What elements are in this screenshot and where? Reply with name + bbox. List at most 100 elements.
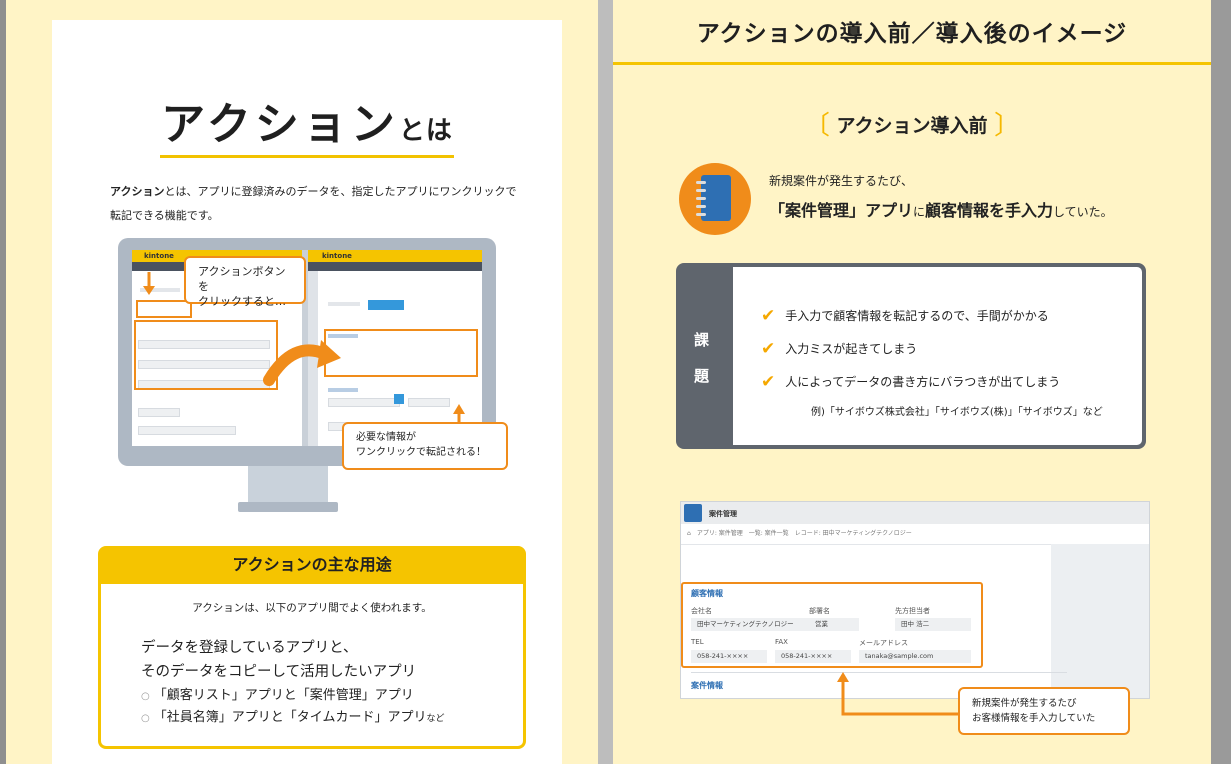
right-edge bbox=[1211, 0, 1231, 764]
mock-field bbox=[138, 360, 270, 369]
uses-box: アクションは、以下のアプリ間でよく使われます。 データを登録しているアプリと、 … bbox=[98, 584, 526, 749]
issue-text: 手入力で顧客情報を転記するので、手間がかかる bbox=[785, 309, 1049, 323]
kintone-label-2: kintone bbox=[322, 252, 352, 260]
right-title-underline bbox=[613, 62, 1211, 65]
callout-line2: お客様情報を手入力していた bbox=[972, 713, 1096, 724]
transfer-arrow-icon bbox=[263, 340, 341, 386]
intro-text: アクションとは、アプリに登録済みのデータを、指定したアプリにワンクリックで転記で… bbox=[110, 180, 520, 228]
field-label: 先方担当者 bbox=[895, 607, 930, 615]
bracket-right-icon: 〕 bbox=[994, 111, 1021, 141]
nav-bar-right bbox=[308, 262, 482, 271]
spiral bbox=[696, 197, 706, 200]
action-button-highlight bbox=[136, 300, 192, 318]
breadcrumb-item: アプリ: 案件管理 bbox=[696, 530, 743, 537]
app-screenshot: 案件管理 ⌂ アプリ: 案件管理一覧: 案件一覧レコード: 田中マーケティングテク… bbox=[680, 501, 1150, 699]
mock-field bbox=[408, 398, 450, 407]
customer-section-title: 顧客情報 bbox=[691, 589, 723, 598]
section-label: アクション導入前 bbox=[836, 115, 988, 137]
desc-bold2: 顧客情報を手入力 bbox=[925, 201, 1054, 220]
example-text: 「顧客リスト」アプリと「案件管理」アプリ bbox=[153, 688, 414, 703]
circle-bullet-icon: ○ bbox=[141, 713, 150, 724]
uses-line1: データを登録しているアプリと、 bbox=[141, 640, 358, 656]
spiral bbox=[696, 189, 706, 192]
mock-line bbox=[328, 334, 358, 338]
example-text: 「社員名簿」アプリと「タイムカード」アプリ bbox=[153, 710, 427, 725]
kintone-bar-right: kintone bbox=[308, 250, 482, 262]
mock-line bbox=[328, 388, 358, 392]
breadcrumb-item: 一覧: 案件一覧 bbox=[748, 530, 789, 537]
page-title: アクションとは bbox=[52, 88, 562, 152]
save-button-mock bbox=[368, 300, 404, 310]
desc-mid: に bbox=[913, 205, 926, 219]
callout-click-line2: クリックすると… bbox=[198, 295, 286, 308]
issues-panel: 課 題 ✔ 手入力で顧客情報を転記するので、手間がかかる ✔ 入力ミスが起きてしまう… bbox=[676, 263, 1146, 449]
monitor-neck bbox=[248, 466, 328, 502]
target-fields-highlight bbox=[324, 329, 478, 377]
check-icon: ✔ bbox=[761, 306, 776, 326]
source-fields-highlight bbox=[134, 320, 278, 390]
mock-field bbox=[138, 426, 236, 435]
page-gutter bbox=[598, 0, 613, 764]
issue-text: 入力ミスが起きてしまう bbox=[785, 342, 918, 356]
breadcrumb: ⌂ アプリ: 案件管理一覧: 案件一覧レコード: 田中マーケティングテクノロジー bbox=[681, 524, 1149, 545]
uses-example: ○「顧客リスト」アプリと「案件管理」アプリ bbox=[141, 684, 414, 703]
side-strip bbox=[308, 271, 318, 446]
home-icon: ⌂ bbox=[687, 530, 691, 537]
field-label: メールアドレス bbox=[859, 639, 908, 647]
field-value: 058-241-×××× bbox=[691, 650, 767, 663]
intro-line2: 転記できる機能です。 bbox=[110, 209, 219, 222]
callout-transfer-line1: 必要な情報が bbox=[356, 432, 416, 443]
title-main: アクション bbox=[161, 99, 399, 150]
left-page: アクションとは アクションとは、アプリに登録済みのデータを、指定したアプリにワン… bbox=[6, 0, 598, 764]
notebook-icon bbox=[679, 163, 751, 235]
section-heading: 〔 アクション導入前 〕 bbox=[613, 103, 1211, 141]
issues-label-2: 題 bbox=[694, 367, 710, 385]
kintone-label: kintone bbox=[144, 252, 174, 260]
issue-text: 人によってデータの書き方にバラつきが出てしまう bbox=[785, 375, 1061, 389]
field-value: 058-241-×××× bbox=[775, 650, 851, 663]
app-icon bbox=[684, 504, 702, 522]
check-icon: ✔ bbox=[761, 372, 776, 392]
spiral bbox=[696, 181, 706, 184]
mock-field bbox=[328, 398, 400, 407]
pointer-arrow-icon bbox=[837, 672, 959, 716]
issues-label-1: 課 bbox=[694, 331, 710, 349]
circle-bullet-icon: ○ bbox=[141, 691, 150, 702]
mock-line bbox=[140, 288, 180, 292]
example-suffix: など bbox=[426, 714, 445, 724]
desc-line1: 新規案件が発生するたび、 bbox=[769, 174, 914, 188]
bracket-left-icon: 〔 bbox=[803, 111, 830, 141]
title-underline bbox=[160, 155, 454, 158]
divider bbox=[691, 672, 1067, 673]
issues-list: ✔ 手入力で顧客情報を転記するので、手間がかかる ✔ 入力ミスが起きてしまう ✔ 人に… bbox=[733, 267, 1142, 445]
intro-bold: アクション bbox=[110, 185, 165, 198]
callout-manual-input: 新規案件が発生するたびお客様情報を手入力していた bbox=[958, 687, 1130, 735]
side-panel bbox=[1051, 544, 1149, 698]
search-icon bbox=[394, 394, 404, 404]
project-section-title: 案件情報 bbox=[691, 681, 723, 690]
monitor-base bbox=[238, 502, 338, 512]
customer-info-highlight bbox=[681, 582, 983, 668]
left-card: アクションとは アクションとは、アプリに登録済みのデータを、指定したアプリにワン… bbox=[52, 20, 562, 764]
desc-end: していた。 bbox=[1053, 205, 1113, 219]
intro-rest: とは、アプリに登録済みのデータを、指定したアプリにワンクリックで bbox=[164, 185, 517, 198]
notebook-shape bbox=[696, 175, 731, 221]
title-suffix: とは bbox=[398, 116, 453, 146]
app-header: 案件管理 bbox=[681, 502, 1149, 524]
uses-subtitle: アクションは、以下のアプリ間でよく使われます。 bbox=[192, 602, 432, 614]
callout-click: アクションボタンをクリックすると… bbox=[184, 256, 306, 308]
field-value: 営業 bbox=[809, 618, 859, 631]
breadcrumb-item: レコード: 田中マーケティングテクノロジー bbox=[794, 530, 912, 537]
spiral bbox=[696, 205, 706, 208]
check-icon: ✔ bbox=[761, 339, 776, 359]
uses-heading: アクションの主な用途 bbox=[98, 546, 526, 584]
field-label: 会社名 bbox=[691, 607, 712, 615]
mock-field bbox=[138, 408, 180, 417]
callout-transfer: 必要な情報がワンクリックで転記される！ bbox=[342, 422, 508, 470]
right-title: アクションの導入前／導入後のイメージ bbox=[696, 21, 1128, 47]
down-arrow-icon bbox=[143, 272, 155, 295]
desc-line2: 「案件管理」アプリに顧客情報を手入力していた。 bbox=[769, 197, 1113, 221]
field-label: 部署名 bbox=[809, 607, 830, 615]
callout-transfer-line2: ワンクリックで転記される！ bbox=[356, 447, 486, 458]
spiral bbox=[696, 213, 706, 216]
